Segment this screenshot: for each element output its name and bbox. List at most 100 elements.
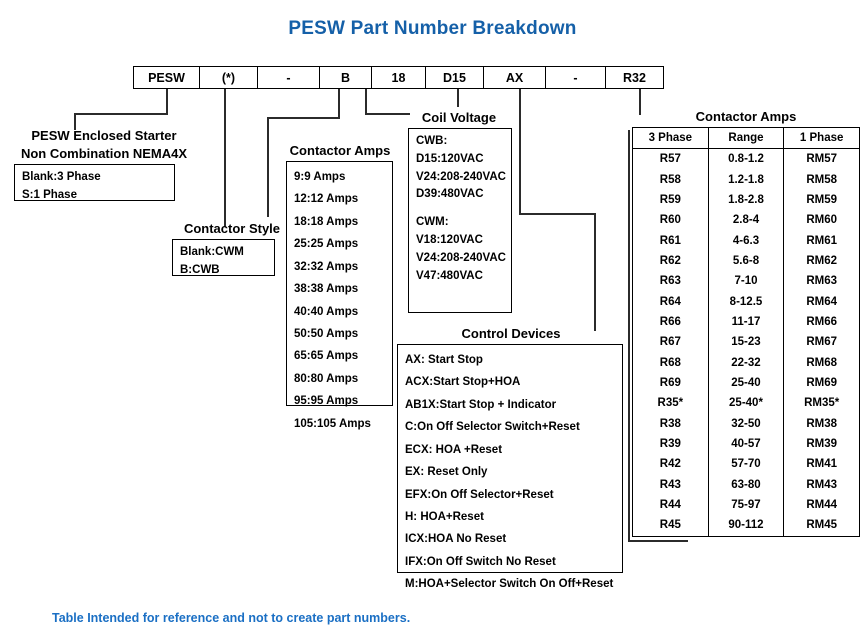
table-cell: RM62: [783, 250, 860, 272]
table-cell: R64: [632, 291, 709, 312]
list-item: 25:25 Amps: [294, 238, 359, 251]
contactor-style-box: Blank:CWM B:CWB: [172, 239, 275, 276]
table-cell: RM45: [783, 515, 860, 537]
leader-line-amps-table-vertical: [639, 89, 641, 115]
table-cell: R63: [632, 271, 709, 292]
list-item: 105:105 Amps: [294, 417, 371, 430]
table-cell: 63-80: [707, 474, 785, 495]
table-cell: 4-6.3: [707, 230, 785, 251]
table-cell: RM35*: [783, 393, 860, 414]
part-number-cell-7: -: [546, 67, 606, 88]
leader-line-pesw-horizontal: [74, 113, 168, 115]
list-item: S:1 Phase: [22, 188, 77, 201]
list-item: EX: Reset Only: [405, 466, 488, 479]
table-cell: RM63: [783, 271, 860, 292]
table-cell: R66: [632, 311, 709, 333]
table-cell: 1.2-1.8: [707, 169, 785, 190]
part-number-cell-0: PESW: [134, 67, 200, 88]
table-cell: RM60: [783, 210, 860, 231]
enclosed-starter-heading-line1: PESW Enclosed Starter: [31, 128, 177, 143]
list-item: 38:38 Amps: [294, 283, 359, 296]
part-number-cell-8: R32: [623, 70, 646, 85]
table-cell: 75-97: [707, 494, 785, 516]
table-cell: R44: [632, 494, 709, 516]
table-cell: R62: [632, 250, 709, 272]
list-item: 80:80 Amps: [294, 372, 359, 385]
list-item: 40:40 Amps: [294, 305, 359, 318]
table-cell: R43: [632, 474, 709, 495]
table-cell: RM39: [783, 433, 860, 455]
part-number-cell-1: (*): [200, 67, 258, 88]
leader-line-contactor-amps-vertical: [338, 89, 340, 118]
list-item: B:CWB: [180, 263, 220, 276]
table-cell: 0.8-1.2: [707, 148, 785, 170]
list-item: CWB:: [416, 135, 448, 147]
list-item: M:HOA+Selector Switch On Off+Reset: [405, 578, 614, 591]
coil-voltage-heading: Coil Voltage: [421, 110, 497, 125]
list-item: 95:95 Amps: [294, 395, 359, 408]
page-title: PESW Part Number Breakdown: [288, 18, 577, 39]
leader-line-18-horizontal: [365, 113, 410, 115]
list-item: AB1X:Start Stop + Indicator: [405, 398, 557, 411]
list-item: AX: Start Stop: [405, 354, 483, 366]
table-cell: 1.8-2.8: [707, 189, 785, 211]
enclosed-starter-heading-line2: Non Combination NEMA4X: [20, 146, 188, 161]
leader-line-control-devices-drop: [594, 213, 596, 331]
table-cell: R69: [632, 372, 709, 394]
list-item: [416, 204, 504, 214]
table-cell: 57-70: [707, 454, 785, 475]
table-cell: RM68: [783, 352, 860, 373]
table-cell: 7-10: [707, 271, 785, 292]
table-cell: R42: [632, 454, 709, 475]
table-cell: R38: [632, 413, 709, 434]
list-item: C:On Off Selector Switch+Reset: [405, 421, 580, 434]
column-header-1: Range: [707, 127, 785, 150]
leader-line-contactor-amps-drop: [267, 117, 269, 217]
list-item: 65:65 Amps: [294, 350, 359, 363]
table-cell: 90-112: [707, 515, 785, 537]
table-cell: 25-40: [707, 372, 785, 394]
table-cell: RM58: [783, 169, 860, 190]
table-cell: R35*: [632, 393, 709, 414]
list-item: V24:208-240VAC: [416, 251, 506, 264]
contactor-style-heading: Contactor Style: [183, 221, 281, 236]
table-cell: R58: [632, 169, 709, 190]
table-row: R35*25-40*RM35*: [632, 393, 860, 414]
list-item: ACX:Start Stop+HOA: [405, 376, 521, 389]
leader-line-table-side-vertical: [628, 130, 630, 542]
list-item: ICX:HOA No Reset: [405, 533, 507, 546]
list-item: Blank:CWM: [180, 246, 244, 258]
list-item: 32:32 Amps: [294, 260, 359, 273]
column-header-0: 3 Phase: [632, 127, 709, 150]
footer-note: Table Intended for reference and not to …: [52, 611, 411, 625]
leader-line-table-side-horizontal: [628, 540, 688, 542]
contactor-amps-table-heading: Contactor Amps: [695, 109, 797, 124]
list-item: 50:50 Amps: [294, 327, 359, 340]
table-cell: RM66: [783, 311, 860, 333]
table-cell: RM38: [783, 413, 860, 434]
leader-line-pesw-drop: [74, 113, 76, 130]
table-cell: 2.8-4: [707, 210, 785, 231]
table-cell: RM64: [783, 291, 860, 312]
list-item: CWM:: [416, 216, 449, 229]
table-cell: RM57: [783, 148, 860, 170]
table-cell: RM69: [783, 372, 860, 394]
